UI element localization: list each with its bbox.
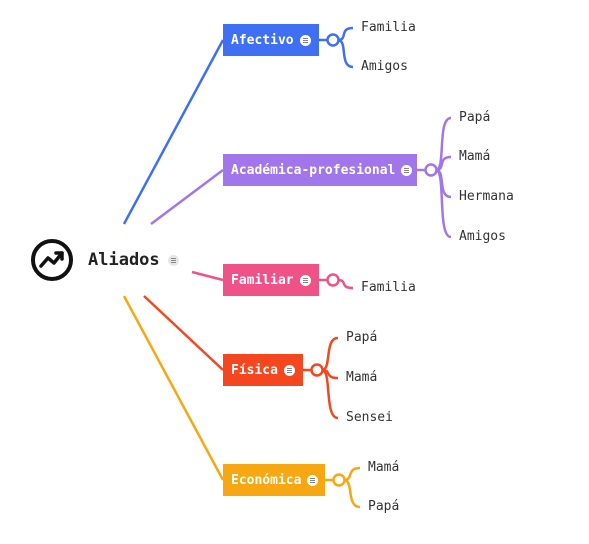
leaf-topic[interactable]: Mamá — [459, 149, 491, 164]
branch-label: Física — [231, 362, 278, 378]
collapse-toggle[interactable] — [332, 473, 346, 487]
leaf-topic[interactable]: Papá — [346, 330, 378, 345]
leaf-connector — [321, 368, 339, 420]
leaf-connector — [337, 278, 354, 290]
trending-up-icon — [31, 239, 73, 281]
leaf-topic[interactable]: Mamá — [346, 370, 378, 385]
note-icon[interactable] — [401, 164, 413, 176]
branch-connector — [191, 270, 224, 282]
branch-connector — [150, 169, 224, 225]
note-icon[interactable] — [299, 34, 311, 46]
leaf-topic[interactable]: Papá — [368, 499, 400, 514]
branch-economica[interactable]: Económica — [223, 464, 325, 496]
branch-label: Afectivo — [231, 32, 294, 48]
leaf-connector — [337, 38, 354, 69]
branch-connector — [143, 295, 224, 371]
leaf-connector — [337, 26, 354, 42]
leaf-topic[interactable]: Amigos — [361, 59, 408, 74]
branch-connector — [122, 295, 225, 481]
central-topic[interactable]: Aliados — [30, 238, 179, 282]
branch-familiar[interactable]: Familiar — [223, 264, 319, 296]
branch-connector — [122, 39, 225, 225]
note-icon[interactable] — [167, 254, 179, 266]
leaf-topic[interactable]: Familia — [361, 280, 416, 295]
note-icon[interactable] — [299, 274, 311, 286]
collapse-toggle[interactable] — [326, 273, 340, 287]
branch-fisica[interactable]: Física — [223, 354, 303, 386]
leaf-connector — [343, 466, 361, 482]
note-icon[interactable] — [283, 364, 295, 376]
collapse-toggle[interactable] — [310, 363, 324, 377]
collapse-toggle[interactable] — [326, 33, 340, 47]
branch-label: Académica-profesional — [231, 162, 396, 178]
leaf-topic[interactable]: Sensei — [346, 410, 393, 425]
note-icon[interactable] — [307, 474, 319, 486]
leaf-connector — [343, 478, 361, 509]
leaf-topic[interactable]: Mamá — [368, 460, 400, 475]
leaf-connector — [321, 336, 339, 372]
leaf-topic[interactable]: Hermana — [459, 189, 514, 204]
leaf-connector — [434, 168, 452, 239]
branch-afectivo[interactable]: Afectivo — [223, 24, 319, 56]
leaf-topic[interactable]: Amigos — [459, 229, 506, 244]
leaf-topic[interactable]: Familia — [361, 20, 416, 35]
branch-label: Familiar — [231, 272, 294, 288]
central-topic-title: Aliados — [88, 250, 160, 270]
branch-label: Económica — [231, 472, 302, 488]
branch-academica-profesional[interactable]: Académica-profesional — [223, 154, 417, 186]
collapse-toggle[interactable] — [424, 163, 438, 177]
leaf-topic[interactable]: Papá — [459, 110, 491, 125]
